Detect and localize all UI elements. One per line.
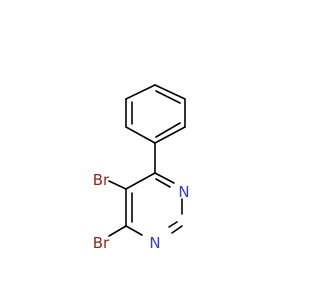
double-bond-inner	[155, 178, 171, 188]
bond	[171, 225, 183, 234]
bond	[154, 84, 186, 100]
double-bond-inner	[168, 221, 178, 228]
molecule-structure: Br Br N N	[93, 84, 190, 252]
bond	[125, 84, 156, 100]
bond	[125, 126, 156, 144]
atom-n-bottom: N	[149, 234, 160, 252]
pyrimidine-ring	[125, 172, 183, 236]
atom-n-right: N	[178, 183, 189, 201]
bond	[154, 126, 186, 144]
c-br-bond	[108, 225, 127, 237]
c-br-bond	[108, 180, 127, 190]
atom-br-bottom: Br	[93, 234, 110, 252]
bond	[125, 225, 143, 236]
double-bond-inner	[155, 90, 181, 104]
double-bond-inner	[155, 122, 181, 138]
atom-br-top: Br	[93, 171, 110, 189]
phenyl-ring	[125, 84, 186, 144]
bond	[125, 172, 156, 190]
bond	[154, 172, 175, 184]
structure-canvas: Br Br N N	[93, 84, 190, 252]
